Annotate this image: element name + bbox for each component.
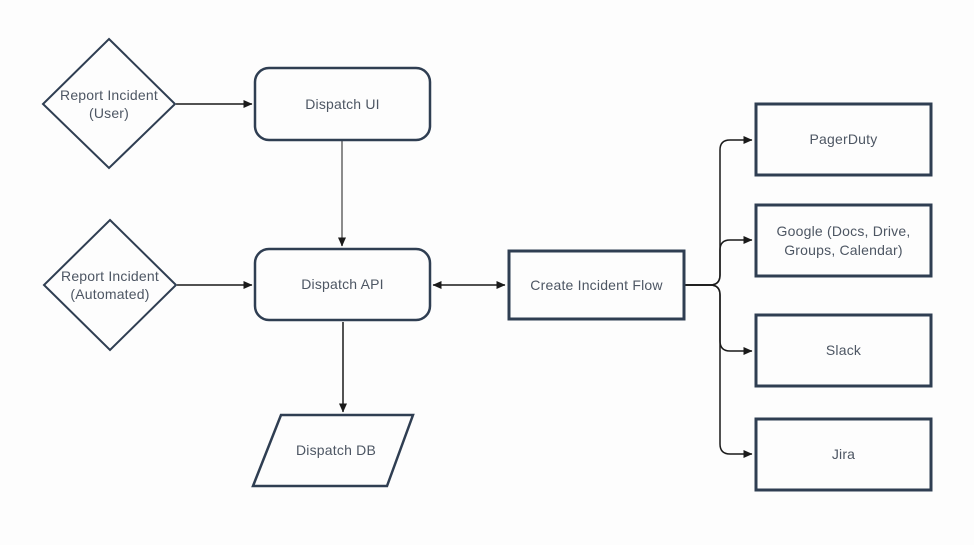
dispatch-ui-node (253, 66, 432, 142)
jira-node (754, 417, 933, 492)
edge-flow-to-jira (685, 284, 753, 458)
dispatch-db-parallelogram (251, 413, 415, 488)
pagerduty-node (754, 102, 933, 177)
edge-flow-to-slack (685, 284, 753, 355)
report-incident-automated-diamond (42, 218, 178, 352)
edge-flow-to-pagerduty (685, 136, 753, 286)
report-incident-user-diamond (41, 37, 177, 170)
edge-flow-to-google (685, 236, 753, 286)
dispatch-api-node (253, 247, 432, 322)
create-incident-flow-node (507, 249, 686, 321)
google-node (754, 203, 933, 278)
slack-node (754, 313, 933, 388)
